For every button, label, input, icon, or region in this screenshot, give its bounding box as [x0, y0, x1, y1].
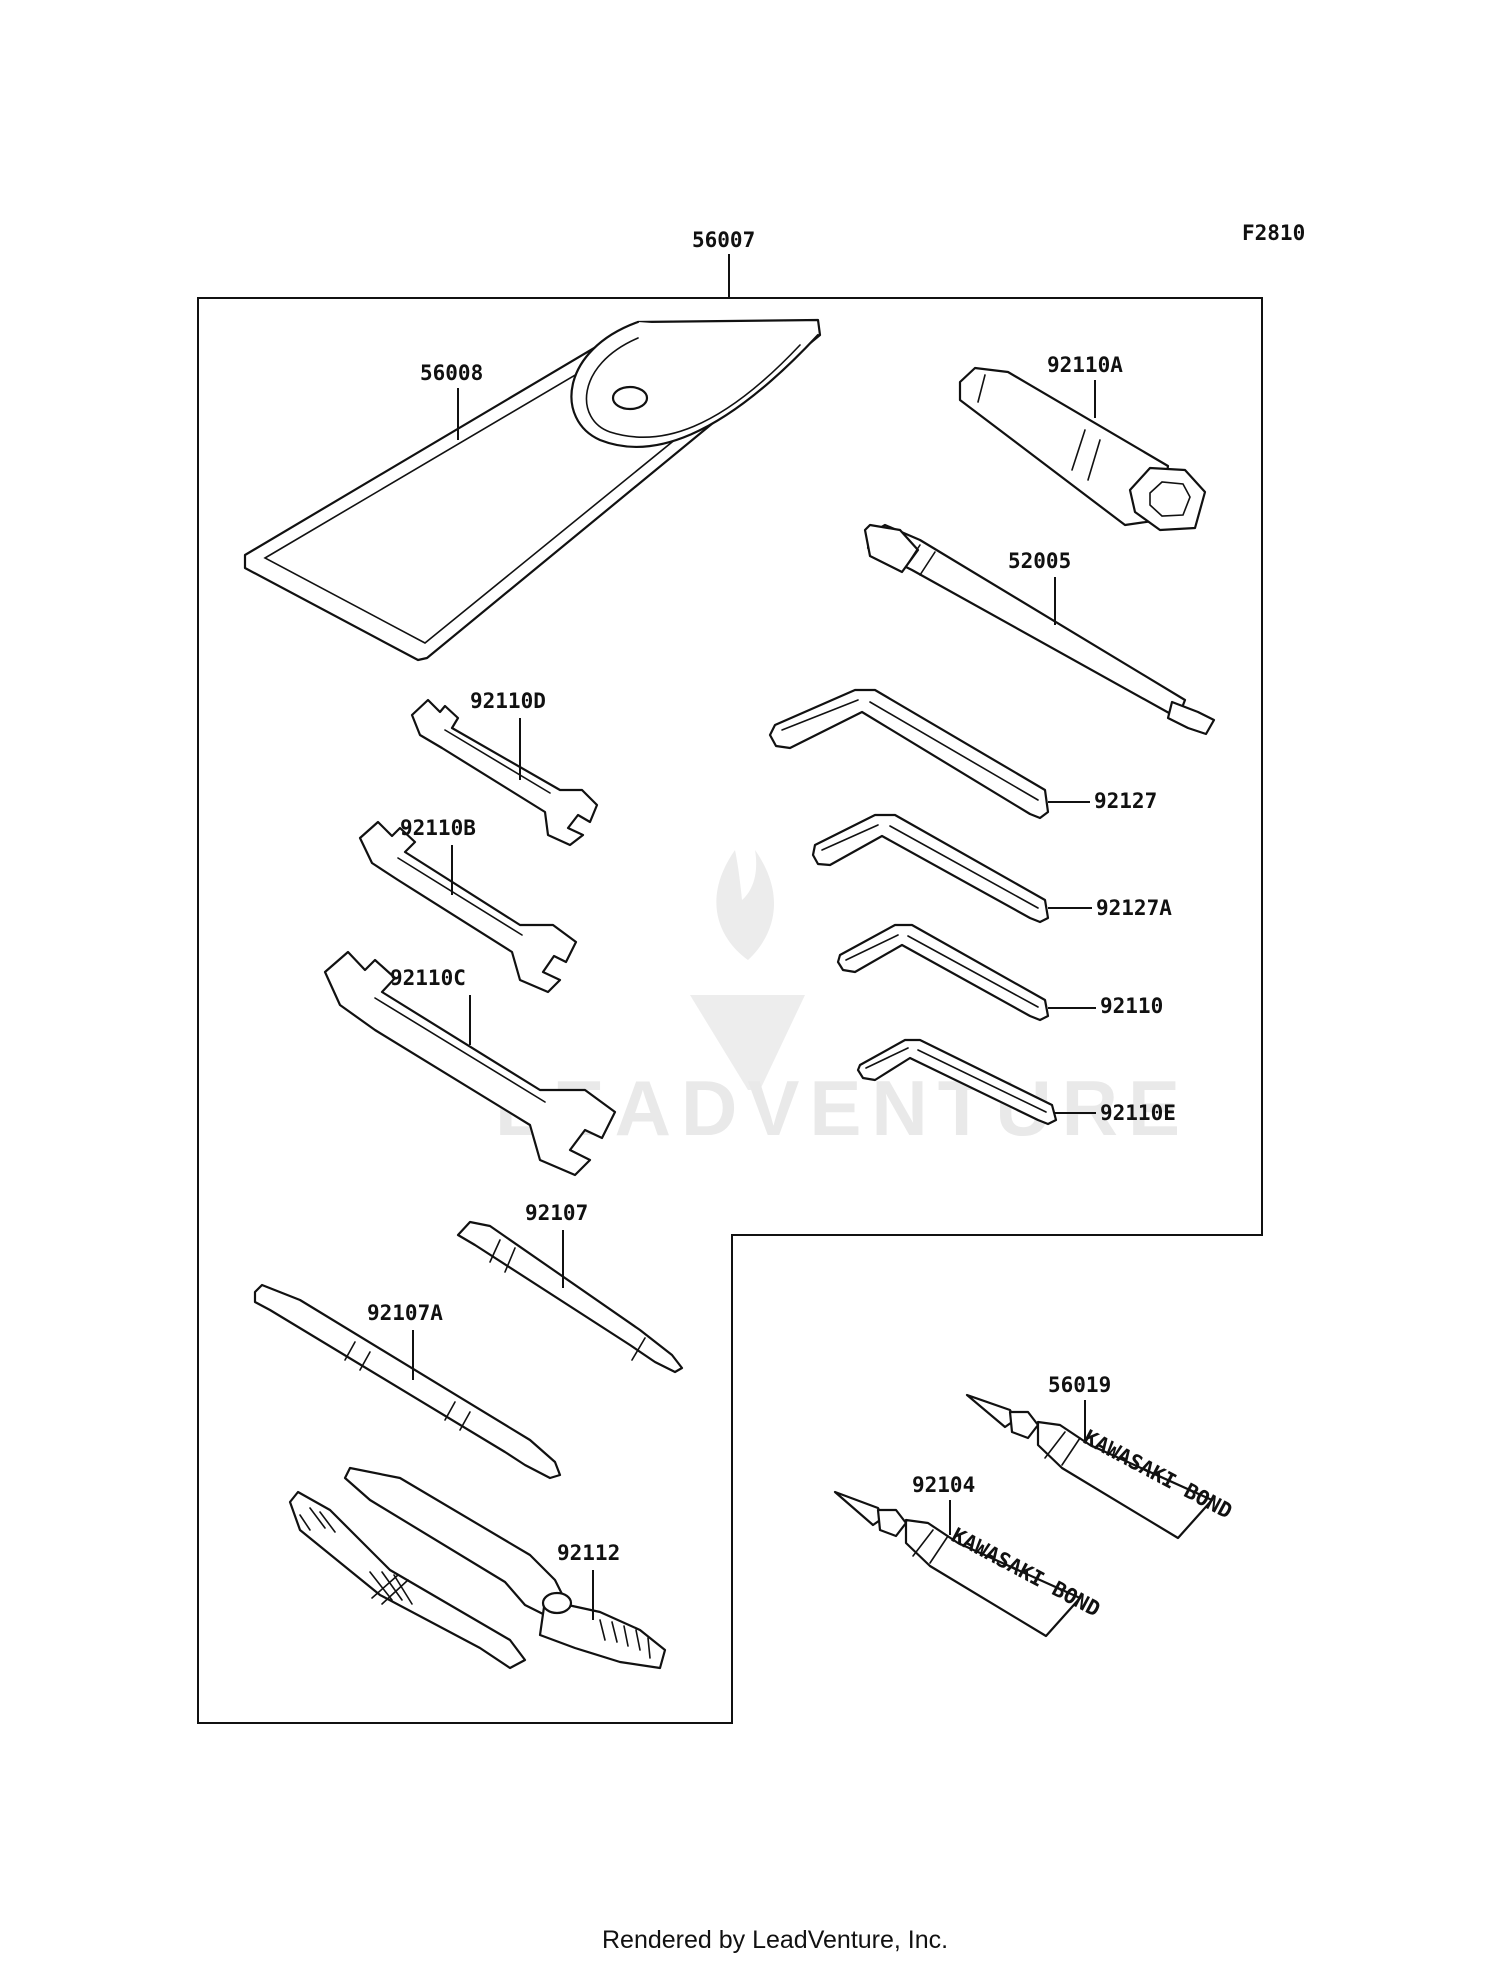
wrench-92110B: 92110B: [358, 816, 578, 994]
label-56007: 56007: [692, 228, 755, 252]
hex-key-92110E: 92110E: [856, 1038, 1176, 1126]
kit-outline: 56007: [197, 228, 1263, 1724]
label-92127A: 92127A: [1096, 896, 1172, 920]
label-92127: 92127: [1094, 789, 1157, 813]
screwdriver-92107A: 92107A: [253, 1283, 562, 1480]
bond-tube-56019: KAWASAKI BOND 56019: [965, 1373, 1236, 1540]
label-92110E: 92110E: [1100, 1101, 1176, 1125]
label-92104: 92104: [912, 1473, 975, 1497]
label-92110B: 92110B: [400, 816, 476, 840]
label-92107: 92107: [525, 1201, 588, 1225]
wrench-92110D: 92110D: [410, 689, 599, 847]
hex-key-92127A: 92127A: [811, 813, 1172, 924]
label-92110: 92110: [1100, 994, 1163, 1018]
figure-code: F2810: [1242, 221, 1305, 245]
label-92110A: 92110A: [1047, 353, 1123, 377]
footer-credit: Rendered by LeadVenture, Inc.: [602, 1926, 948, 1954]
wrench-92110C: 92110C: [323, 950, 617, 1177]
pouch: 56008: [243, 318, 822, 662]
hex-key-92127: 92127: [768, 688, 1157, 820]
label-92107A: 92107A: [367, 1301, 443, 1325]
label-56019: 56019: [1048, 1373, 1111, 1397]
handle: 52005: [863, 523, 1216, 736]
pliers: 92112: [288, 1466, 667, 1670]
bond-tube-92104: KAWASAKI BOND 92104: [833, 1473, 1104, 1638]
label-92112: 92112: [557, 1541, 620, 1565]
label-56008: 56008: [420, 361, 483, 385]
label-92110D: 92110D: [470, 689, 546, 713]
hex-key-92110: 92110: [836, 923, 1163, 1022]
label-92110C: 92110C: [390, 966, 466, 990]
label-52005: 52005: [1008, 549, 1071, 573]
screwdriver-92107: 92107: [456, 1201, 684, 1374]
plug-wrench: 92110A: [958, 353, 1207, 532]
